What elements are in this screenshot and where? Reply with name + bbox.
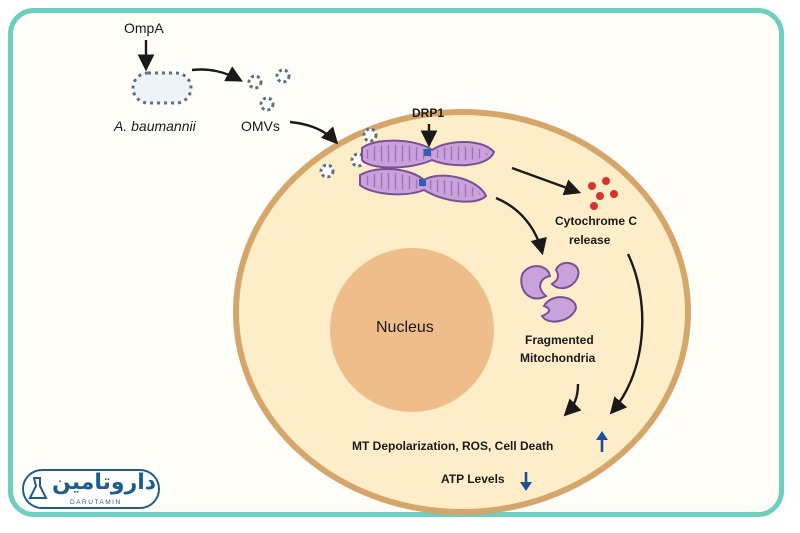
fragmented-label-line2: Mitochondria <box>520 351 596 365</box>
mt-depolarization-label: MT Depolarization, ROS, Cell Death <box>352 439 554 453</box>
ompa-label: OmpA <box>124 20 164 36</box>
nucleus-label: Nucleus <box>376 319 434 336</box>
cytochrome-label-line2: release <box>569 233 611 247</box>
omvs-label: OMVs <box>241 118 280 134</box>
logo-text: داروتامین <box>52 470 157 495</box>
atp-levels-label: ATP Levels <box>441 472 505 486</box>
arrow-to-omvs <box>191 66 243 82</box>
cytochrome-c-dots <box>588 177 618 210</box>
bacterium-shape <box>131 71 193 105</box>
arrow-fragmented-to-death <box>563 383 582 417</box>
omv-vesicle <box>247 68 378 179</box>
arrow-to-cytochrome <box>511 166 582 196</box>
arrow-omvs-to-cell <box>289 120 339 145</box>
fragmented-label-line1: Fragmented <box>525 333 594 347</box>
drp1-marker <box>424 149 431 156</box>
nucleus <box>330 248 494 412</box>
drp1-label: DRP1 <box>412 106 445 120</box>
arrow-to-fragmented <box>495 196 547 256</box>
cytochrome-label-line1: Cytochrome C <box>555 214 638 228</box>
darutamin-logo <box>22 469 160 509</box>
arrow-down-icon <box>520 472 532 491</box>
bacterium-label: A. baumannii <box>114 118 196 134</box>
fragmented-mitochondria <box>520 261 580 323</box>
arrow-cytochrome-to-death <box>609 253 644 415</box>
drp1-marker <box>419 179 426 186</box>
arrow-up-icon <box>596 431 608 452</box>
logo-subtext: DARUTAMIN <box>70 499 122 506</box>
